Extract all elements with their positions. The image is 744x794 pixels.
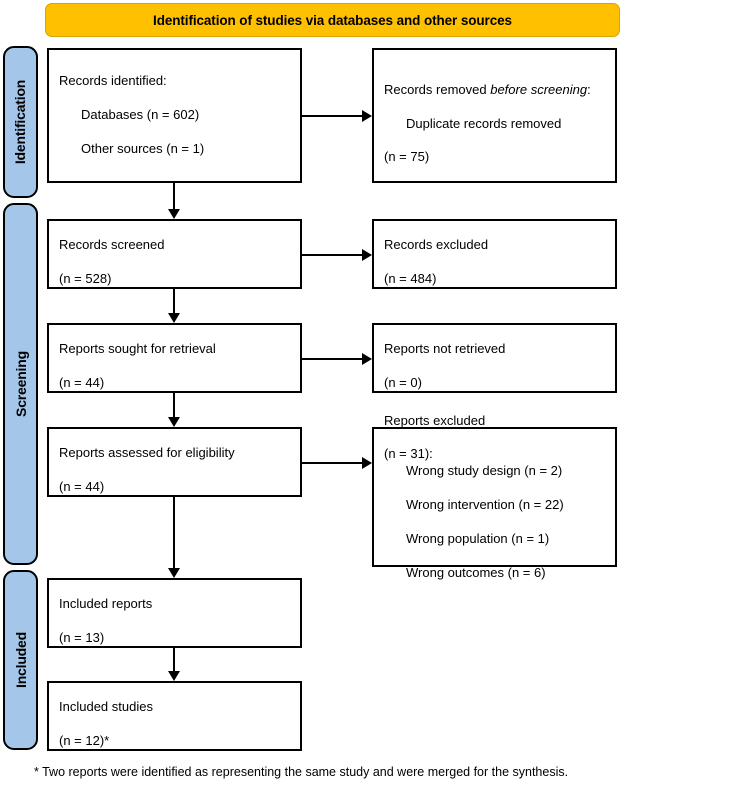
- reports-excluded-count: (n = 31):: [384, 446, 433, 462]
- node-reports-excluded-text: Reports excluded (n = 31): Wrong study d…: [384, 396, 605, 599]
- arrow-head-right-icon: [362, 353, 372, 365]
- records-excluded-count: (n = 484): [384, 270, 437, 286]
- arrow-line: [173, 289, 175, 313]
- stage-label-included-text: Included: [12, 632, 29, 688]
- records-removed-title-italic: before screening: [490, 81, 588, 97]
- records-identified-databases: Databases (n = 602): [81, 107, 200, 123]
- records-excluded-label: Records excluded: [384, 237, 489, 253]
- included-studies-label: Included studies: [59, 699, 153, 715]
- reports-excluded-label: Reports excluded: [384, 412, 486, 428]
- arrow-line: [173, 183, 175, 209]
- arrow-head-down-icon: [168, 209, 180, 219]
- node-reports-sought-text: Reports sought for retrieval (n = 44): [59, 324, 290, 392]
- node-reports-not-retrieved-text: Reports not retrieved (n = 0): [384, 324, 605, 392]
- node-records-identified-text: Records identified: Databases (n = 602) …: [59, 56, 290, 174]
- stage-label-included: Included: [3, 570, 38, 750]
- reports-sought-count: (n = 44): [59, 374, 105, 390]
- arrow-head-right-icon: [362, 110, 372, 122]
- node-records-removed-text: Records removed before screening: Duplic…: [384, 65, 605, 166]
- arrow-line: [302, 358, 362, 360]
- node-records-identified: Records identified: Databases (n = 602) …: [47, 48, 302, 183]
- arrow-line: [173, 648, 175, 671]
- reports-excluded-reason-1: Wrong intervention (n = 22): [406, 497, 564, 512]
- reports-excluded-reason-0: Wrong study design (n = 2): [406, 463, 563, 479]
- footnote: * Two reports were identified as represe…: [34, 765, 569, 779]
- node-reports-assessed-for-eligibility: Reports assessed for eligibility (n = 44…: [47, 427, 302, 497]
- node-included-studies: Included studies (n = 12)*: [47, 681, 302, 751]
- node-records-screened: Records screened (n = 528): [47, 219, 302, 289]
- arrow-head-right-icon: [362, 249, 372, 261]
- arrow-line: [302, 254, 362, 256]
- arrow-head-right-icon: [362, 457, 372, 469]
- reports-excluded-reason-3: Wrong outcomes (n = 6): [406, 564, 546, 580]
- node-records-excluded: Records excluded (n = 484): [372, 219, 617, 289]
- stage-label-screening: Screening: [3, 203, 38, 565]
- node-reports-assessed-text: Reports assessed for eligibility (n = 44…: [59, 428, 290, 496]
- arrow-head-down-icon: [168, 313, 180, 323]
- arrow-line: [173, 497, 175, 568]
- records-identified-title: Records identified:: [59, 73, 167, 89]
- arrow-head-down-icon: [168, 671, 180, 681]
- arrow-line: [302, 115, 362, 117]
- node-reports-sought-for-retrieval: Reports sought for retrieval (n = 44): [47, 323, 302, 393]
- records-identified-other-sources: Other sources (n = 1): [81, 140, 205, 156]
- node-included-studies-text: Included studies (n = 12)*: [59, 682, 290, 750]
- node-included-reports: Included reports (n = 13): [47, 578, 302, 648]
- reports-excluded-reason-2: Wrong population (n = 1): [406, 530, 550, 546]
- diagram-header-banner: Identification of studies via databases …: [45, 3, 620, 37]
- included-reports-count: (n = 13): [59, 629, 105, 645]
- stage-label-screening-text: Screening: [12, 351, 29, 417]
- records-removed-title-tail: :: [587, 81, 591, 97]
- reports-sought-label: Reports sought for retrieval: [59, 341, 216, 357]
- page-title: Identification of studies via databases …: [153, 12, 512, 28]
- records-removed-title-lead: Records removed: [384, 81, 491, 97]
- records-removed-duplicates: Duplicate records removed: [406, 115, 562, 131]
- reports-assessed-count: (n = 44): [59, 478, 105, 494]
- included-studies-count: (n = 12)*: [59, 732, 110, 748]
- node-records-excluded-text: Records excluded (n = 484): [384, 220, 605, 288]
- reports-assessed-label: Reports assessed for eligibility: [59, 445, 235, 461]
- arrow-line: [173, 393, 175, 417]
- records-removed-count: (n = 75): [384, 149, 430, 165]
- stage-label-identification-text: Identification: [12, 79, 29, 165]
- included-reports-label: Included reports: [59, 596, 153, 612]
- reports-not-retrieved-count: (n = 0): [384, 374, 422, 390]
- stage-label-identification: Identification: [3, 46, 38, 198]
- node-included-reports-text: Included reports (n = 13): [59, 579, 290, 647]
- reports-not-retrieved-label: Reports not retrieved: [384, 341, 506, 357]
- records-screened-count: (n = 528): [59, 270, 112, 286]
- node-records-removed: Records removed before screening: Duplic…: [372, 48, 617, 183]
- arrow-head-down-icon: [168, 417, 180, 427]
- arrow-head-down-icon: [168, 568, 180, 578]
- node-records-screened-text: Records screened (n = 528): [59, 220, 290, 288]
- arrow-line: [302, 462, 362, 464]
- node-reports-excluded: Reports excluded (n = 31): Wrong study d…: [372, 413, 617, 580]
- records-screened-label: Records screened: [59, 237, 165, 253]
- node-reports-not-retrieved: Reports not retrieved (n = 0): [372, 323, 617, 393]
